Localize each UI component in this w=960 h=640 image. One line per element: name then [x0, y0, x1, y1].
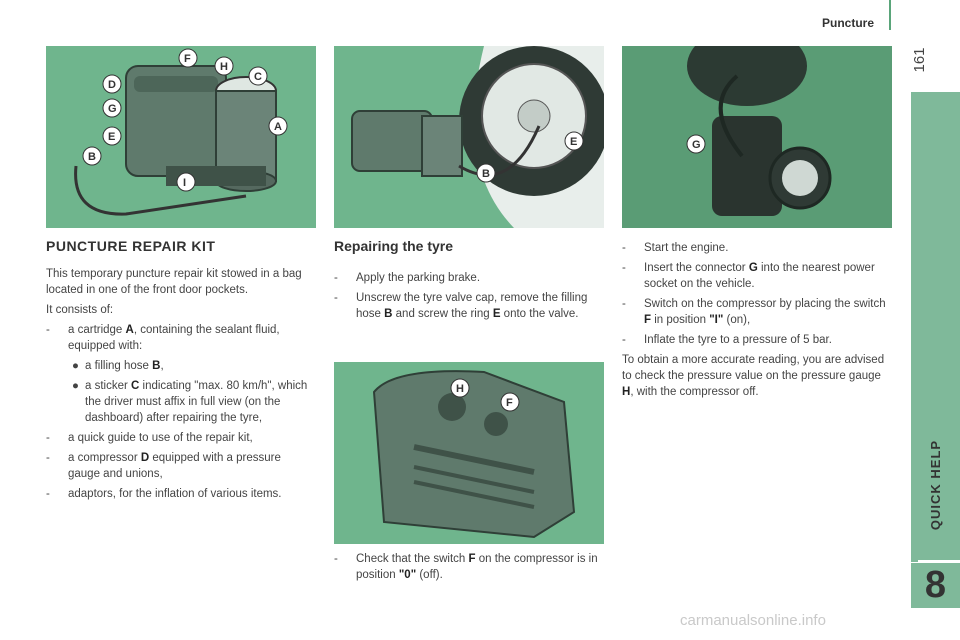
pressure-note: To obtain a more accurate reading, you a… [622, 354, 885, 398]
inflate-steps: -Start the engine. -Insert the connector… [622, 240, 892, 404]
list-item: -Inflate the tyre to a pressure of 5 bar… [622, 334, 832, 346]
callout-label: H [220, 61, 228, 73]
tab-divider [918, 560, 960, 563]
list-item: ●a sticker C indicating "max. 80 km/h", … [72, 380, 308, 424]
repair-step-check: -Check that the switch F on the compress… [334, 551, 604, 587]
callout-label: A [274, 121, 282, 133]
callout-label: E [108, 131, 115, 143]
power-socket-illustration: G [622, 46, 892, 228]
callout-label: B [88, 151, 96, 163]
running-header: Puncture [822, 16, 875, 30]
callout-label: G [692, 139, 701, 151]
list-item: -Check that the switch F on the compress… [334, 553, 598, 581]
wheel-hose-illustration: E B [334, 46, 604, 228]
section-label: QUICK HELP [928, 439, 943, 531]
callout-label: G [108, 103, 117, 115]
repair-steps: -Apply the parking brake. -Unscrew the t… [334, 270, 604, 326]
watermark: carmanualsonline.info [680, 612, 826, 629]
callout-label: I [183, 177, 186, 189]
chapter-number: 8 [911, 563, 960, 608]
callout-label: D [108, 79, 116, 91]
section-tab [911, 92, 960, 562]
list-item: -Start the engine. [622, 242, 729, 254]
repair-heading: Repairing the tyre [334, 238, 454, 254]
kit-heading: PUNCTURE REPAIR KIT [46, 238, 216, 254]
callout-label: F [184, 53, 191, 65]
list-item: -a quick guide to use of the repair kit, [46, 432, 253, 444]
compressor-illustration: H F [334, 362, 604, 544]
callout-label: B [482, 168, 490, 180]
callout-label: C [254, 71, 262, 83]
callout-label: F [506, 397, 513, 409]
list-item: -Insert the connector G into the nearest… [622, 262, 875, 290]
list-item: ●a filling hose B, [72, 360, 164, 372]
list-item: -Apply the parking brake. [334, 272, 481, 284]
repair-kit-illustration: F H D C G A E B I [46, 46, 316, 228]
kit-body: This temporary puncture repair kit stowe… [46, 266, 314, 506]
list-item: -Switch on the compressor by placing the… [622, 298, 886, 326]
page-number: 161 [911, 47, 928, 73]
kit-consists: It consists of: [46, 304, 114, 316]
header-rule [889, 0, 891, 30]
callout-label: E [570, 136, 577, 148]
list-item: -Unscrew the tyre valve cap, remove the … [334, 292, 588, 320]
list-item: -adaptors, for the inflation of various … [46, 488, 282, 500]
callout-label: H [456, 383, 464, 395]
list-item: -a compressor D equipped with a pressure… [46, 452, 281, 480]
kit-intro: This temporary puncture repair kit stowe… [46, 268, 302, 296]
list-item: -a cartridge A, containing the sealant f… [46, 324, 280, 352]
